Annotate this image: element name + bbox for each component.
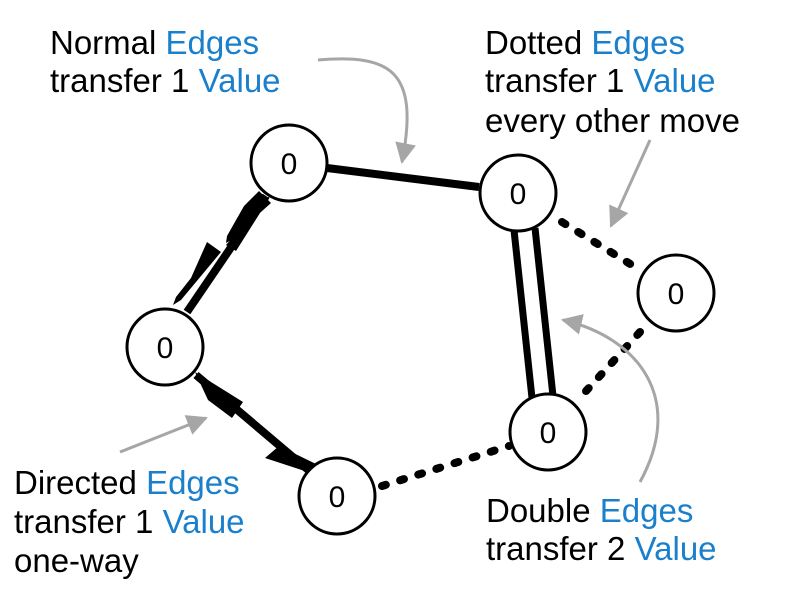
edges-layer — [173, 164, 644, 490]
node-circle — [297, 456, 377, 536]
node-value: 0 — [510, 178, 527, 211]
annotation-line: one-way — [14, 542, 139, 579]
dotted-edge-bottom-right-bottom — [378, 442, 513, 490]
normal-edge — [326, 164, 480, 191]
node-circle — [508, 392, 588, 472]
directed-edge-upper-head — [226, 193, 272, 251]
annotation-line: Dotted Edges — [485, 24, 685, 61]
annotation-line: every other move — [485, 102, 740, 139]
annotation-line: transfer 1 Value — [14, 503, 245, 540]
directed-edge-upper-arrowhead-top — [226, 191, 271, 243]
node-bottom[interactable]: 0 — [297, 456, 377, 536]
node-value: 0 — [329, 481, 346, 514]
annotation-dotted: Dotted Edges transfer 1 Value every othe… — [485, 24, 740, 139]
double-edge-line-a — [510, 229, 536, 399]
pointer-dotted — [609, 139, 652, 228]
pointer-directed — [119, 415, 208, 454]
annotation-line: transfer 1 Value — [485, 62, 716, 99]
node-left[interactable]: 0 — [125, 307, 205, 387]
node-value: 0 — [157, 332, 174, 365]
node-value: 0 — [281, 148, 298, 181]
node-top[interactable]: 0 — [249, 123, 329, 203]
annotation-double: Double Edges transfer 2 Value — [486, 492, 717, 567]
node-value: 0 — [540, 417, 557, 450]
directed-edge-upper-arrowhead-mid — [173, 242, 221, 305]
annotation-line: Normal Edges — [50, 24, 259, 61]
annotation-line: transfer 2 Value — [486, 530, 717, 567]
dotted-edge-far-right-bottom — [572, 328, 644, 406]
node-value: 0 — [668, 278, 685, 311]
annotation-directed: Directed Edges transfer 1 Value one-way — [14, 464, 245, 579]
node-circle — [125, 307, 205, 387]
directed-edge-lower-arrowhead-top — [195, 372, 243, 418]
pointer-double — [560, 314, 660, 483]
annotation-normal: Normal Edges transfer 1 Value — [50, 24, 281, 99]
annotation-line: Directed Edges — [14, 464, 240, 501]
node-circle — [478, 153, 558, 233]
annotation-line: transfer 1 Value — [50, 62, 281, 99]
annotation-line: Double Edges — [486, 492, 693, 529]
node-right-bottom[interactable]: 0 — [508, 392, 588, 472]
node-right-top[interactable]: 0 — [478, 153, 558, 233]
node-circle — [636, 253, 716, 333]
pointer-normal — [317, 57, 416, 165]
node-far-right[interactable]: 0 — [636, 253, 716, 333]
dotted-edge-right-top-far — [558, 218, 644, 274]
node-circle — [249, 123, 329, 203]
nodes-layer: 0 0 0 0 0 0 — [125, 123, 716, 536]
pointers-layer — [119, 57, 660, 483]
double-edge-line-b — [531, 227, 557, 397]
directed-edge-lower-arrowhead-bottom — [265, 446, 320, 476]
